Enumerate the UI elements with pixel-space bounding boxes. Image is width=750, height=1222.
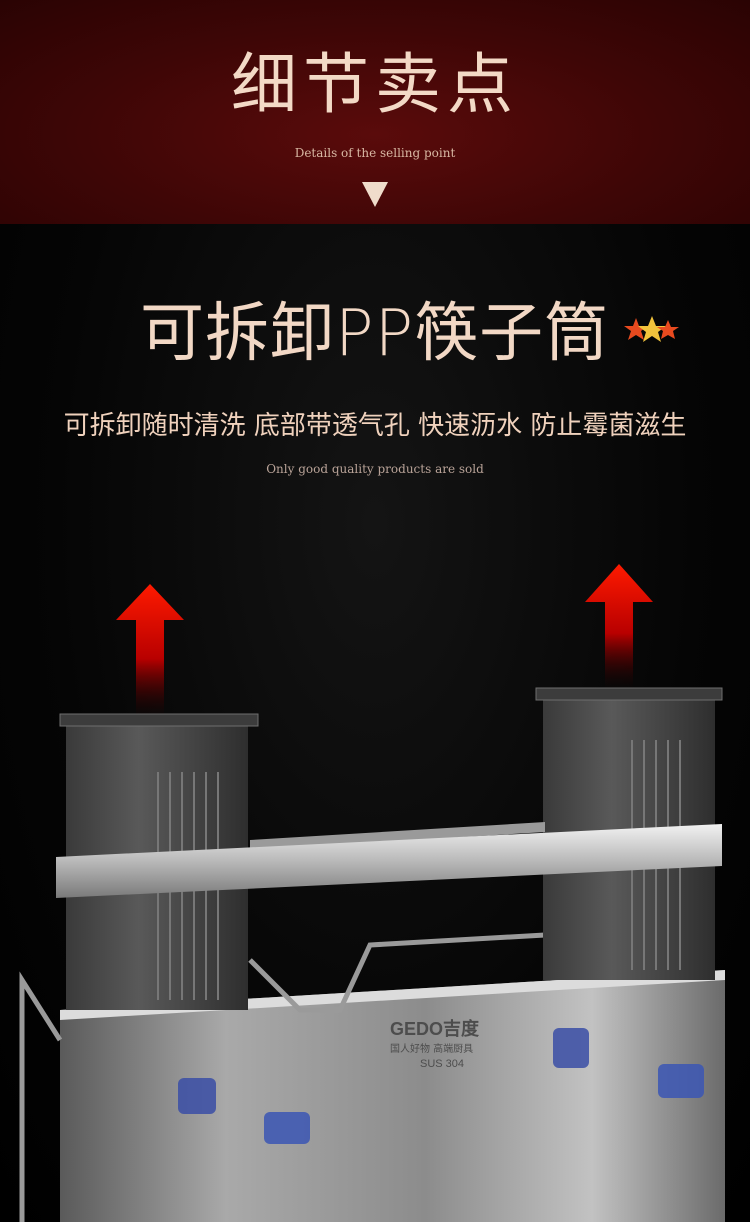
banner-subtitle: Details of the selling point (294, 146, 456, 160)
arrow-up-icon (585, 564, 653, 690)
feature-title: 可拆卸PP筷子筒 (140, 297, 610, 371)
product-logo: GEDO吉度 (390, 1018, 480, 1039)
feature-description: 可拆卸随时清洗 底部带透气孔 快速沥水 防止霉菌滋生 (63, 411, 687, 441)
product-material: SUS 304 (420, 1058, 464, 1070)
banner-title: 细节卖点 (231, 46, 519, 123)
header-banner: 细节卖点 Details of the selling point (0, 0, 750, 224)
arrow-up-icon (116, 584, 184, 720)
product-photo: GEDO吉度 国人好物 高端厨具 SUS 304 (19, 564, 725, 1222)
triangle-down-icon (362, 182, 388, 207)
feature-tagline: Only good quality products are sold (266, 462, 484, 476)
product-slogan: 国人好物 高端厨具 (390, 1042, 473, 1055)
stars-icon (624, 316, 679, 342)
